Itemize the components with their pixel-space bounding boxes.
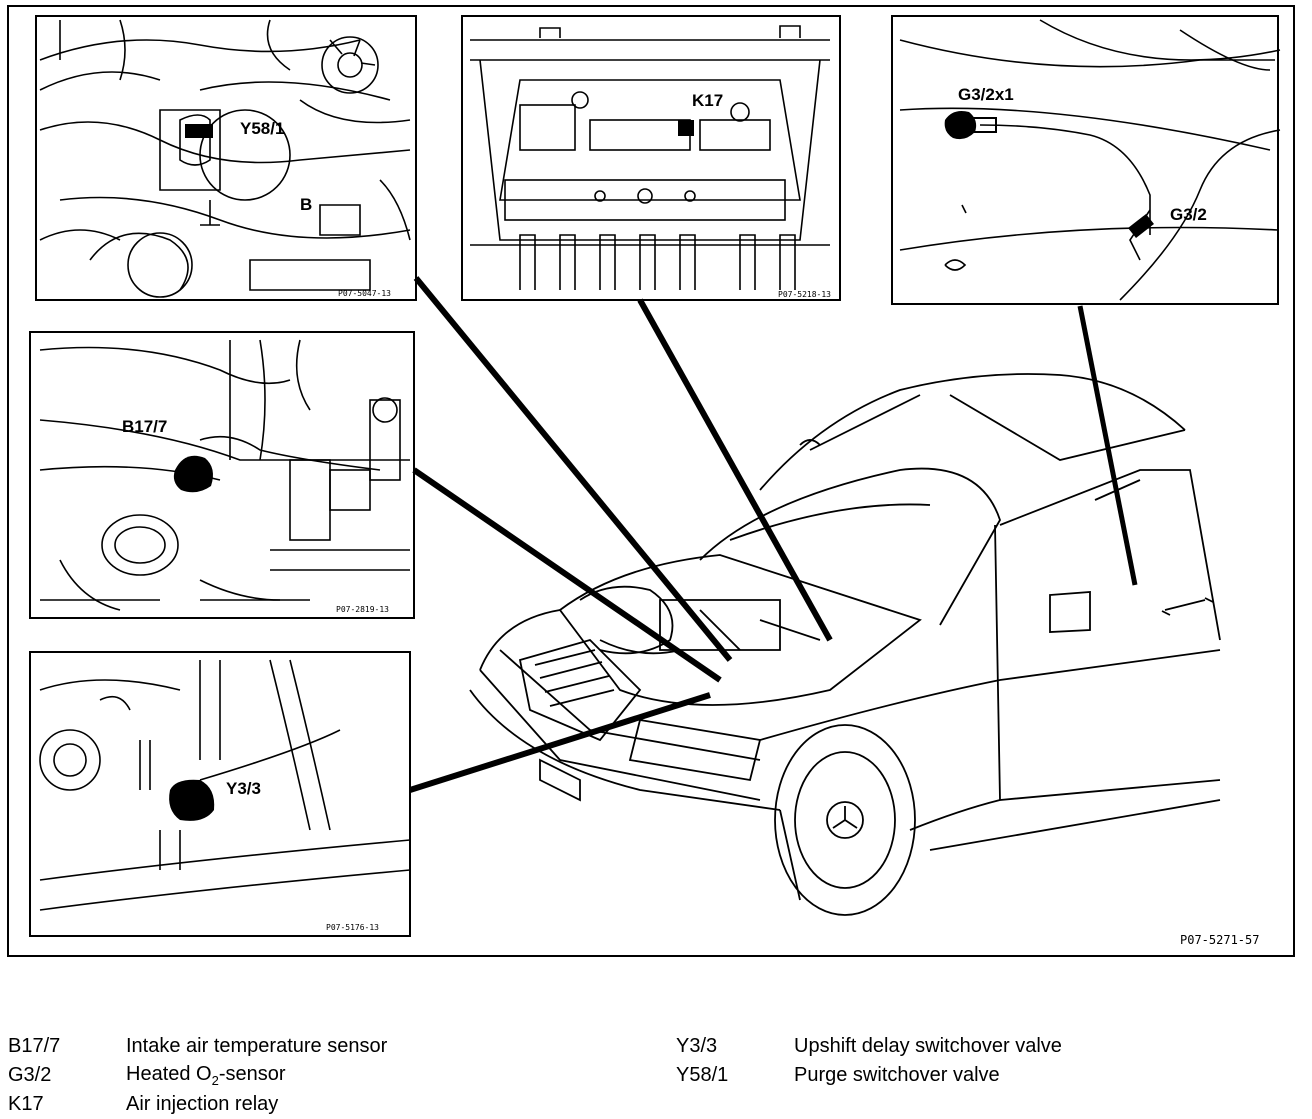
legend-code: G3/2 <box>8 1064 52 1086</box>
label-b: B <box>300 195 312 214</box>
legend-code: Y3/3 <box>676 1035 718 1057</box>
leader-lines <box>409 276 1138 793</box>
inset-k17-air-injection-relay: K17 P07-5218-13 <box>461 15 841 301</box>
inset-code-y58: P07-5047-13 <box>338 289 391 298</box>
label-y58-1: Y58/1 <box>240 119 284 138</box>
legend-left: B17/7 Intake air temperature sensor G3/2… <box>8 1032 387 1119</box>
legend-code: Y58/1 <box>676 1064 729 1086</box>
legend-desc-sub: 2 <box>211 1073 219 1088</box>
inset-code-y3-3: P07-5176-13 <box>326 923 379 932</box>
legend-desc: Upshift delay switchover valve <box>794 1035 1062 1057</box>
legend-desc-pre: Heated O <box>126 1063 212 1085</box>
inset-y3-3-upshift-valve: Y3/3 P07-5176-13 <box>29 651 411 937</box>
legend-right: Y3/3 Upshift delay switchover valve Y58/… <box>676 1032 1062 1090</box>
legend-item-y3-3: Y3/3 Upshift delay switchover valve <box>676 1032 1062 1061</box>
legend-desc: Intake air temperature sensor <box>126 1035 388 1057</box>
inset-code-b17-7: P07-2819-13 <box>336 605 389 614</box>
label-k17: K17 <box>692 91 723 110</box>
label-b17-7: B17/7 <box>122 417 167 436</box>
legend-item-y58-1: Y58/1 Purge switchover valve <box>676 1061 1062 1090</box>
label-g3-2-inset: G3/2 <box>1170 205 1207 224</box>
inset-y58-purge-valve: Y58/1 B P07-5047-13 <box>35 15 417 301</box>
component-locator-diagram: Y58/1 B P07-5047-13 K17 P07-5218-13 <box>7 5 1295 957</box>
legend-desc: Heated O2-sensor <box>126 1063 286 1088</box>
legend-code: B17/7 <box>8 1035 61 1057</box>
inset-g3-2-o2-sensor: G3/2x1 G3/2 <box>891 15 1281 305</box>
inset-b17-7-intake-air-sensor: B17/7 P07-2819-13 <box>29 331 415 619</box>
legend-item-g3-2: G3/2 Heated O2-sensor <box>8 1061 387 1090</box>
legend-item-k17: K17 Air injection relay <box>8 1090 387 1119</box>
legend-code: K17 <box>8 1093 44 1115</box>
label-g3-2x1: G3/2x1 <box>958 85 1014 104</box>
legend-desc: Air injection relay <box>126 1093 279 1115</box>
legend-desc: Purge switchover valve <box>794 1064 1000 1086</box>
figure-code: P07-5271-57 <box>1180 933 1259 947</box>
legend-item-b17-7: B17/7 Intake air temperature sensor <box>8 1032 387 1061</box>
figure-frame <box>7 5 1295 957</box>
car-illustration <box>469 373 1221 916</box>
legend-desc-post: -sensor <box>218 1063 286 1085</box>
inset-code-k17: P07-5218-13 <box>778 290 831 299</box>
label-y3-3: Y3/3 <box>226 779 261 798</box>
